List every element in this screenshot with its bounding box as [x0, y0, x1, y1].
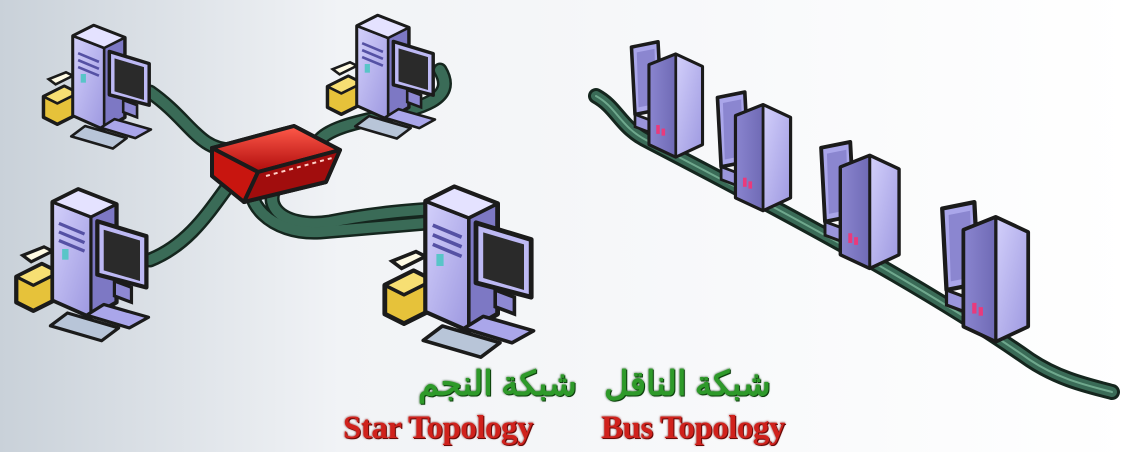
- bus-topology-label: Bus Topology: [601, 410, 785, 447]
- star-topology-arabic-label: شبكة النجم: [418, 364, 577, 404]
- bus-topology-arabic-label: شبكة الناقل: [604, 364, 771, 404]
- star-topology-label: Star Topology: [343, 410, 533, 447]
